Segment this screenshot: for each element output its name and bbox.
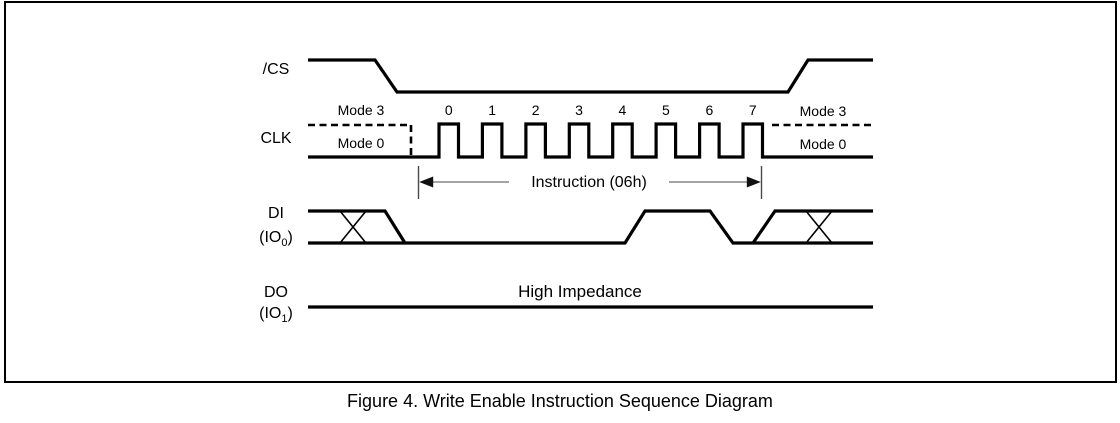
di-crossover-right: [805, 210, 833, 244]
mode0-label-left: Mode 0: [337, 135, 385, 151]
clk-cycle-number: 5: [661, 102, 670, 118]
clk-cycle-number: 6: [705, 102, 714, 118]
do-io-suffix: ): [287, 305, 293, 322]
di-dontcare-rail-left: [308, 209, 407, 244]
clk-cycle-number: 1: [488, 102, 497, 118]
signal-label-do: DO: [264, 284, 288, 301]
mode0-label-right: Mode 0: [799, 136, 847, 152]
arrowhead-right-icon: [746, 176, 761, 188]
clk-cycle-number: 4: [618, 102, 627, 118]
instruction-annotation: Instruction (06h): [531, 174, 647, 191]
di-dontcare-rail-right: [751, 209, 873, 244]
di-io-subscript: 0: [281, 237, 288, 249]
di-waveform: [308, 209, 873, 245]
mode3-label-left: Mode 3: [337, 102, 385, 118]
cs-waveform: [308, 58, 873, 94]
clk-mode3-dashed-left: [308, 123, 413, 157]
clk-cycle-number: 7: [748, 102, 757, 118]
di-io-suffix: ): [287, 229, 293, 246]
figure-caption: Figure 4. Write Enable Instruction Seque…: [347, 391, 773, 411]
signal-label-clk: CLK: [260, 130, 292, 147]
do-io-subscript: 1: [281, 313, 288, 325]
clk-cycle-number: 3: [575, 102, 583, 118]
signal-label-di-io: (IO0): [226, 229, 326, 249]
clk-waveform: [308, 122, 873, 159]
di-crossover-left: [339, 210, 367, 244]
diagram-border: [4, 1, 1117, 383]
mode3-label-right: Mode 3: [799, 103, 847, 119]
high-impedance-annotation: High Impedance: [518, 282, 642, 301]
do-io-prefix: (IO: [259, 305, 282, 322]
arrowhead-left-icon: [419, 176, 434, 188]
di-io-prefix: (IO: [259, 229, 282, 246]
signal-label-di: DI: [268, 205, 284, 222]
signal-label-cs: /CS: [262, 61, 290, 78]
signal-label-do-io: (IO1): [226, 305, 326, 325]
clk-cycle-number: 0: [444, 102, 453, 118]
instruction-span-ticks: [417, 166, 763, 199]
clk-cycle-number: 2: [531, 102, 540, 118]
